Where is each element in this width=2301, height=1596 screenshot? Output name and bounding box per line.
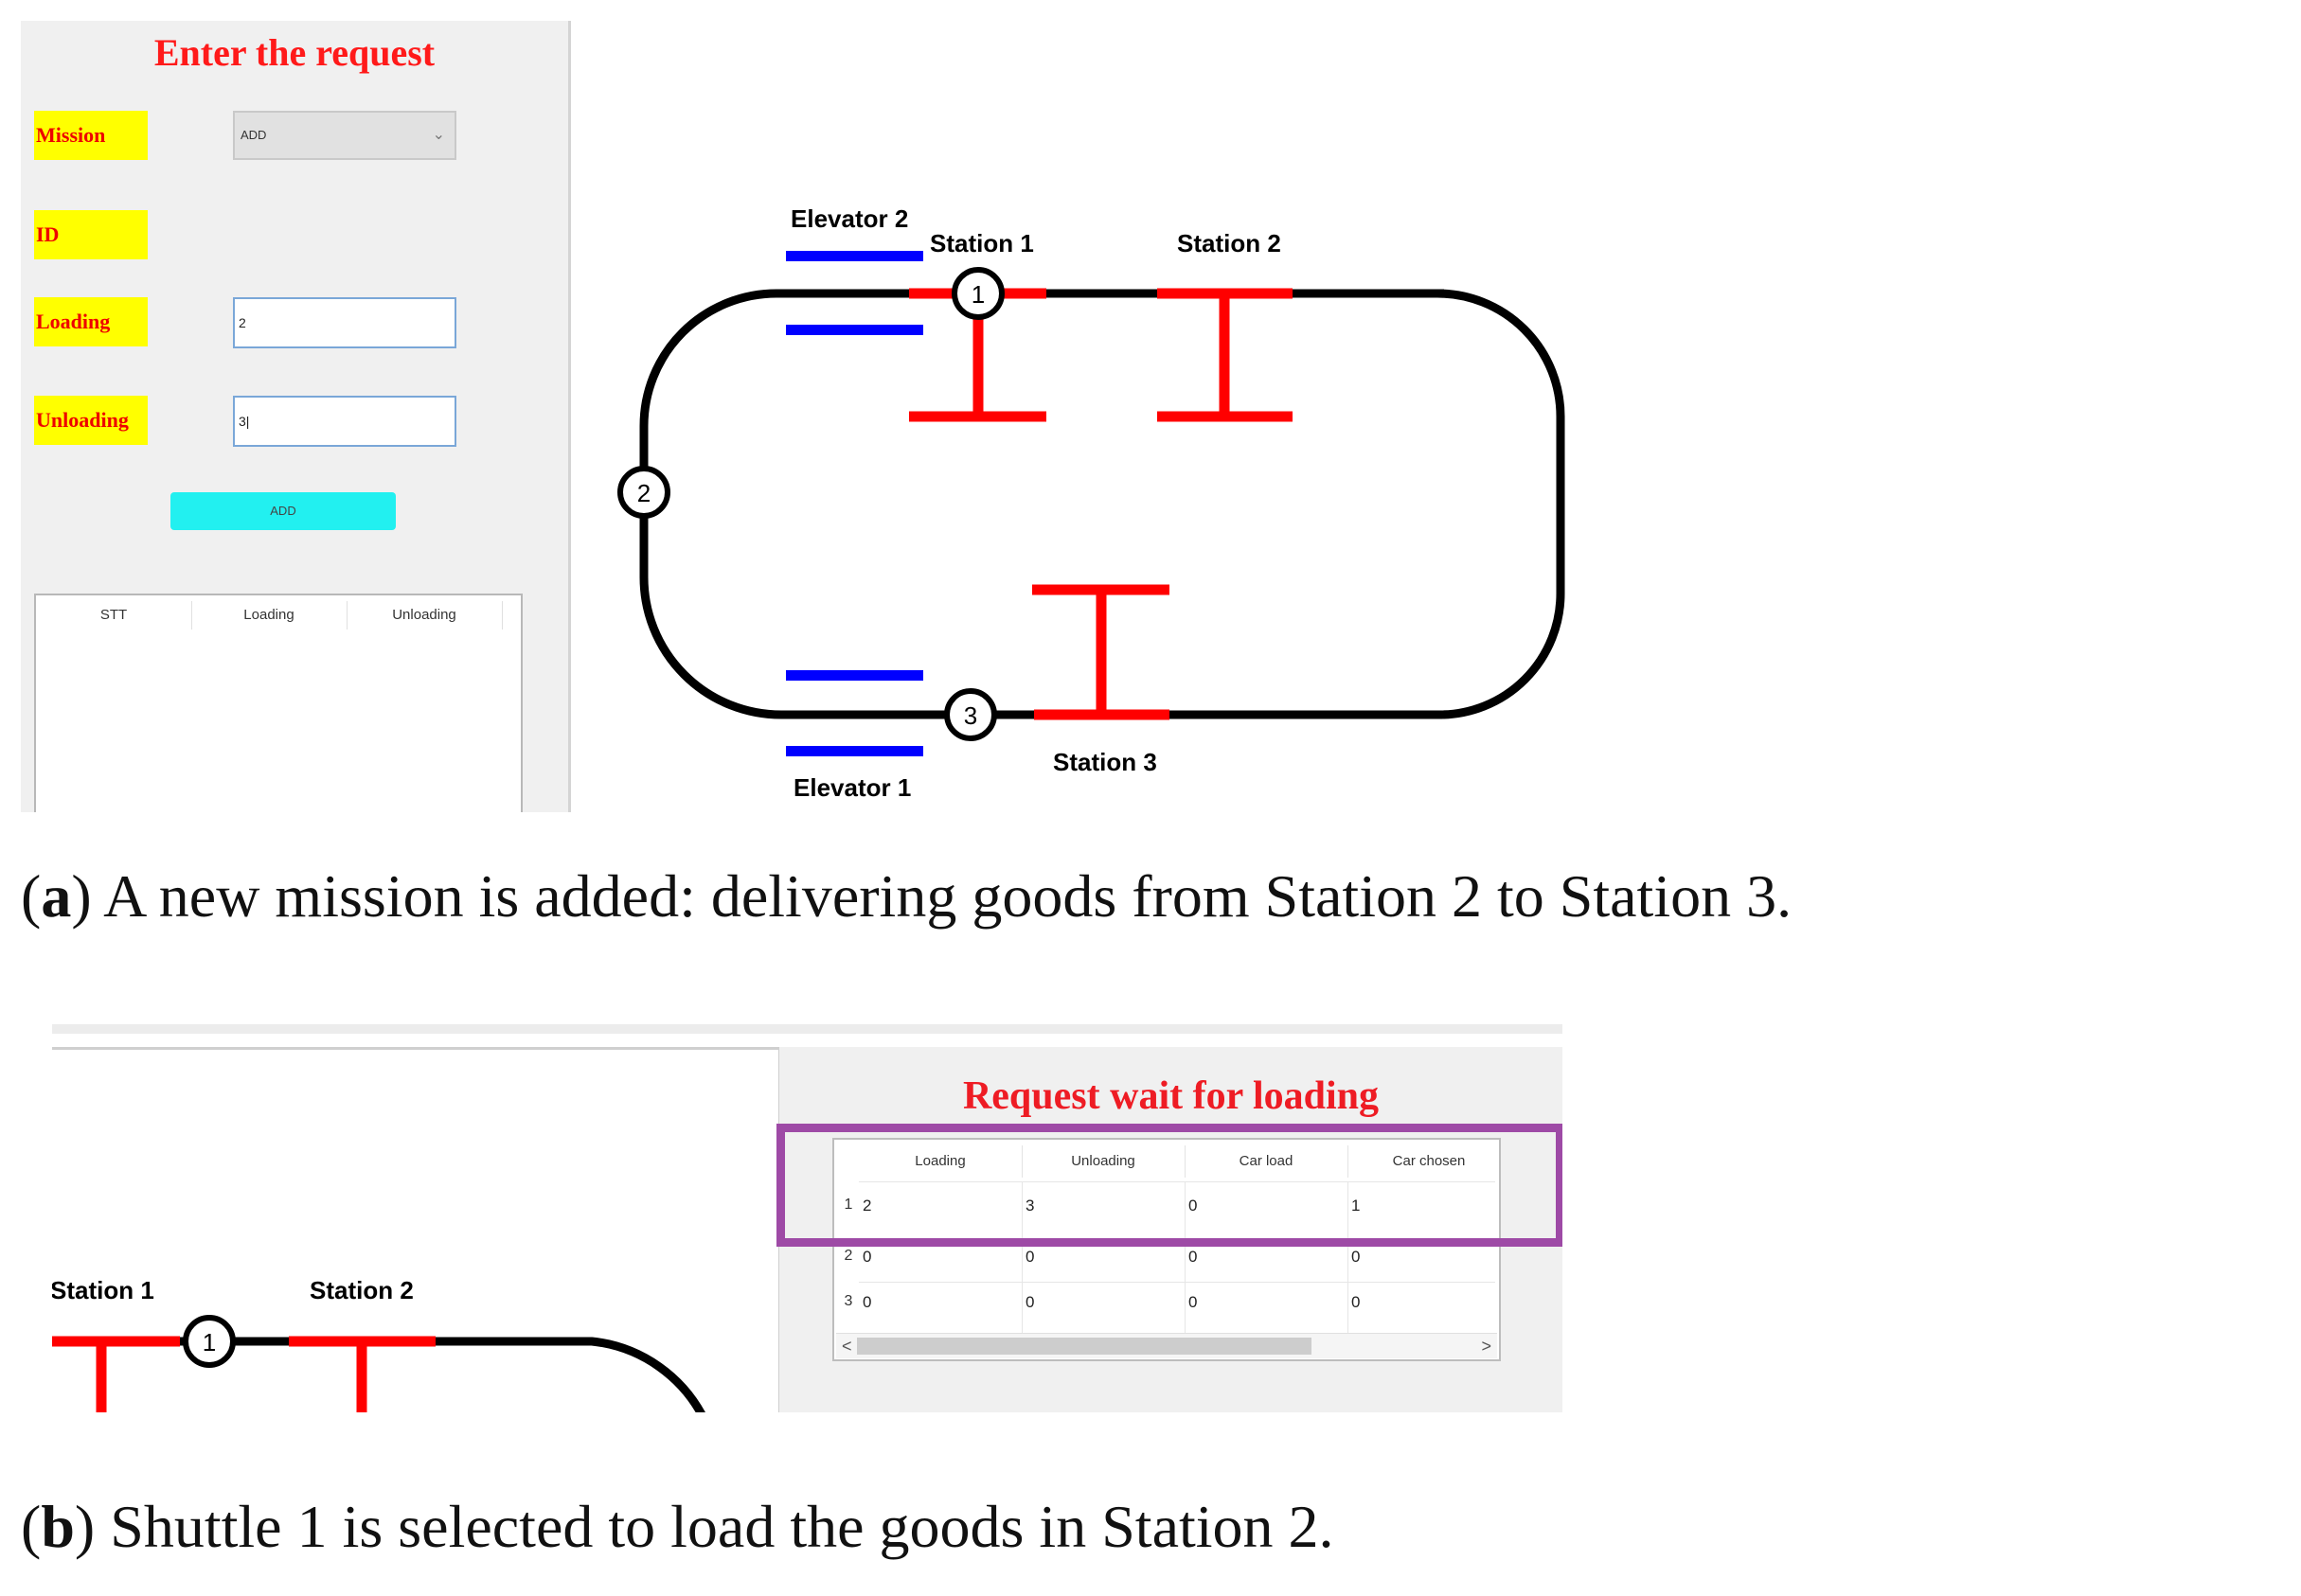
elevator-1-top-bar [786, 670, 923, 681]
track-loop [639, 289, 1565, 719]
request-table[interactable]: STT Loading Unloading [34, 594, 523, 812]
column-header-loading[interactable]: Loading [191, 601, 348, 630]
loading-label: Loading [34, 297, 148, 346]
station-1-label: Station 1 [930, 229, 1034, 257]
station-3-label: Station 3 [1053, 748, 1157, 776]
form-title: Enter the request [153, 31, 436, 74]
add-button[interactable]: ADD [170, 492, 396, 530]
caption-b: (b) Shuttle 1 is selected to load the go… [21, 1493, 1334, 1560]
station-3-marker [1032, 584, 1169, 720]
row-index[interactable]: 1 [844, 1197, 853, 1213]
loading-input[interactable]: 2 [233, 297, 456, 348]
table-cell[interactable]: 0 [863, 1248, 872, 1266]
station-1-label-b: Station 1 [52, 1276, 154, 1304]
table-cell[interactable]: 0 [1188, 1197, 1198, 1215]
caption-a-letter: a [41, 862, 72, 930]
request-form-panel: Enter the request Mission ADD ⌄ ID Loadi… [21, 21, 571, 812]
unloading-input[interactable]: 3| [233, 396, 456, 447]
station-2-label: Station 2 [1177, 229, 1281, 257]
mission-select[interactable]: ADD ⌄ [233, 111, 456, 160]
table-cell[interactable]: 0 [863, 1293, 872, 1311]
svg-text:3: 3 [964, 701, 977, 730]
request-panel: Request wait for loading Loading Unloadi… [779, 1047, 1562, 1412]
request-title: Request wait for loading [962, 1074, 1380, 1118]
caption-a: (a) A new mission is added: delivering g… [21, 862, 1793, 930]
chevron-down-icon: ⌄ [432, 127, 445, 143]
grid-line [1347, 1181, 1348, 1333]
row-index[interactable]: 2 [844, 1248, 853, 1264]
table-cell[interactable]: 0 [1026, 1293, 1035, 1311]
row-index[interactable]: 3 [844, 1293, 853, 1309]
table-cell[interactable]: 0 [1026, 1248, 1035, 1266]
elevator-1-label: Elevator 1 [794, 773, 911, 802]
elevator-1-bottom-bar [786, 746, 923, 756]
grid-line [1022, 1181, 1023, 1333]
elevator-2-top-bar [786, 251, 923, 261]
highlight-box [776, 1124, 1562, 1247]
shuttle-3-node: 3 [944, 688, 997, 741]
mission-label: Mission [34, 111, 148, 160]
elevator-2-bottom-bar [786, 325, 923, 335]
mission-select-value: ADD [241, 128, 267, 142]
svg-text:1: 1 [203, 1328, 216, 1357]
station-2-marker [1157, 288, 1293, 422]
elevator-2-label: Elevator 2 [791, 204, 908, 233]
svg-text:1: 1 [972, 280, 985, 309]
column-header-unloading[interactable]: Unloading [1022, 1145, 1186, 1178]
table-cell[interactable]: 0 [1351, 1293, 1361, 1311]
shuttle-1-node: 1 [952, 267, 1005, 320]
shuttle-2-node: 2 [617, 466, 670, 519]
track-diagram-b: 1 Station 1 Station 2 [52, 1276, 705, 1412]
track-segment-b [52, 1337, 705, 1412]
scroll-right-arrow[interactable]: > [1481, 1337, 1491, 1356]
column-header-loading[interactable]: Loading [859, 1145, 1023, 1178]
caption-a-text: ) A new mission is added: delivering goo… [71, 862, 1793, 930]
svg-text:2: 2 [637, 479, 651, 507]
column-header-unloading[interactable]: Unloading [347, 601, 503, 630]
table-cell[interactable]: 0 [1188, 1293, 1198, 1311]
station-2-marker-b [289, 1336, 436, 1412]
shuttle-1-node-b: 1 [183, 1315, 236, 1368]
track-view-b [52, 1047, 781, 1412]
station-2-label-b: Station 2 [310, 1276, 414, 1304]
table-cell[interactable]: 1 [1351, 1197, 1361, 1215]
horizontal-scrollbar[interactable]: < > [836, 1333, 1497, 1358]
caption-b-letter: b [41, 1493, 75, 1560]
grid-line [859, 1181, 1495, 1182]
column-header-car-chosen[interactable]: Car chosen [1392, 1153, 1466, 1169]
scroll-left-arrow[interactable]: < [842, 1337, 852, 1356]
table-cell[interactable]: 2 [863, 1197, 872, 1215]
request-grid[interactable]: Loading Unloading Car load Car chosen 1 … [832, 1138, 1501, 1361]
column-header-stt[interactable]: STT [36, 601, 192, 630]
table-cell[interactable]: 0 [1188, 1248, 1198, 1266]
unloading-label: Unloading [34, 396, 148, 445]
table-cell[interactable]: 0 [1351, 1248, 1361, 1266]
screenshot-b: 1 Station 1 Station 2 Request wait for l… [52, 1024, 1562, 1412]
grid-line [859, 1282, 1495, 1283]
table-cell[interactable]: 3 [1026, 1197, 1035, 1215]
grid-line [1185, 1181, 1186, 1333]
caption-b-text: ) Shuttle 1 is selected to load the good… [74, 1493, 1334, 1560]
column-header-car-load[interactable]: Car load [1185, 1145, 1348, 1178]
scrollbar-thumb[interactable] [857, 1338, 1311, 1355]
id-label: ID [34, 210, 148, 259]
station-1-marker-b [52, 1336, 180, 1412]
top-border [52, 1024, 1562, 1034]
